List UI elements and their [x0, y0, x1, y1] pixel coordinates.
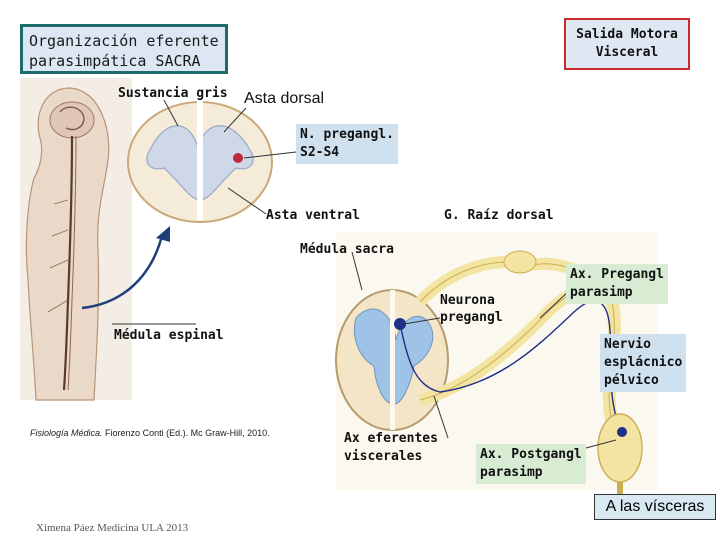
label-asta-ventral: Asta ventral [266, 208, 360, 223]
label-nervio-esplacnico: Nervio esplácnico pélvico [600, 334, 687, 392]
source-credit: Fisiología Médica. Fiorenzo Conti (Ed.).… [30, 428, 270, 438]
label-a-las-visceras: A las vísceras [594, 494, 716, 520]
body-figure [20, 78, 132, 401]
label-medula-espinal: Médula espinal [114, 328, 224, 343]
source-credit-title: Fisiología Médica. [30, 428, 103, 438]
label-neurona-line-1: Neurona [440, 293, 495, 308]
label-ax-postgangl-line-1: Ax. Postgangl [480, 447, 582, 462]
footer-author: Ximena Páez Medicina ULA 2013 [36, 522, 189, 534]
label-nervio-line-2: esplácnico [604, 355, 683, 370]
label-sustancia-gris: Sustancia gris [118, 86, 228, 101]
label-n-pregangl-line-2: S2-S4 [300, 145, 340, 160]
source-credit-rest: Fiorenzo Conti (Ed.). Mc Graw-Hill, 2010… [102, 428, 270, 438]
label-ax-postgangl: Ax. Postgangl parasimp [476, 444, 586, 484]
label-ax-eferentes-line-1: Ax eferentes [344, 431, 438, 446]
label-nervio-line-3: pélvico [604, 373, 659, 388]
label-n-pregangl: N. pregangl. S2-S4 [296, 124, 398, 164]
spinal-cord-cross-section [127, 100, 273, 223]
label-asta-dorsal: Asta dorsal [244, 90, 325, 107]
salida-line-2: Visceral [595, 45, 659, 60]
label-ax-eferentes-line-2: viscerales [344, 449, 423, 464]
salida-line-1: Salida Motora [576, 27, 678, 42]
label-ax-pregangl: Ax. Pregangl parasimp [566, 264, 668, 304]
label-n-pregangl-line-1: N. pregangl. [300, 127, 394, 142]
curved-arrow [81, 235, 164, 310]
label-neurona-pregangl: Neurona pregangl [440, 292, 503, 326]
label-medula-sacra: Médula sacra [300, 242, 394, 257]
title-box: Organización eferente parasimpática SACR… [20, 24, 228, 74]
title-line-2: parasimpática SACRA [29, 52, 201, 70]
salida-motora-box: Salida Motora Visceral [564, 18, 690, 70]
title-line-1: Organización eferente [29, 32, 219, 50]
label-ax-pregangl-line-2: parasimp [570, 285, 633, 300]
label-ax-postgangl-line-2: parasimp [480, 465, 543, 480]
label-ax-pregangl-line-1: Ax. Pregangl [570, 267, 664, 282]
label-nervio-line-1: Nervio [604, 337, 651, 352]
label-ax-eferentes: Ax eferentes viscerales [344, 430, 438, 466]
label-neurona-line-2: pregangl [440, 310, 503, 325]
label-g-raiz-dorsal: G. Raíz dorsal [444, 208, 554, 223]
